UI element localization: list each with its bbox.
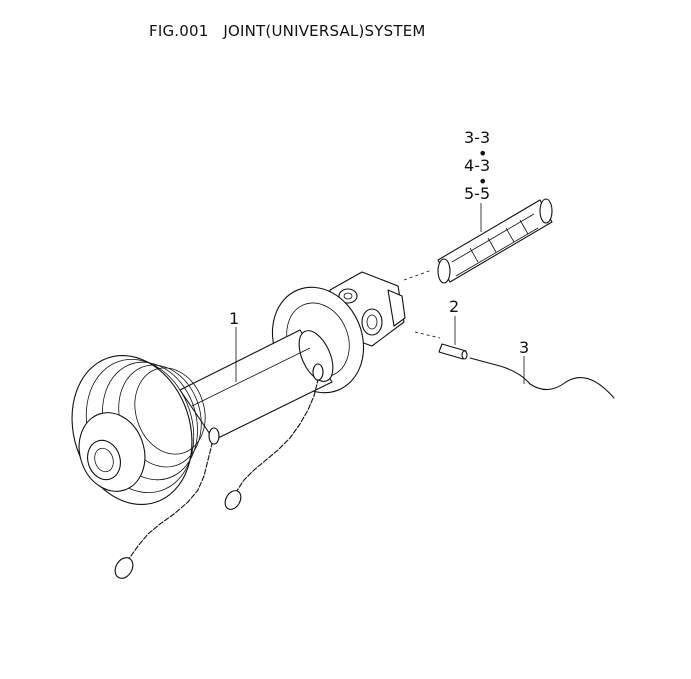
callout-part-2: 2	[449, 297, 459, 316]
callout-part-3: 3	[519, 338, 529, 357]
callout-alt-3-3: 3-3	[464, 128, 490, 147]
figure-title: FIG.001 JOINT(UNIVERSAL)SYSTEM	[149, 22, 426, 40]
callout-alt-4-3: 4-3	[464, 156, 490, 175]
callout-bullet-2: •	[478, 172, 487, 191]
wire-part-3	[414, 331, 615, 399]
spline-shaft	[403, 198, 553, 284]
callout-part-1: 1	[229, 309, 239, 328]
callout-bullet-1: •	[478, 144, 487, 163]
pin-part-2	[438, 316, 468, 360]
guard-assembly-part-1	[71, 271, 525, 579]
callout-alt-5-5: 5-5	[464, 184, 490, 203]
